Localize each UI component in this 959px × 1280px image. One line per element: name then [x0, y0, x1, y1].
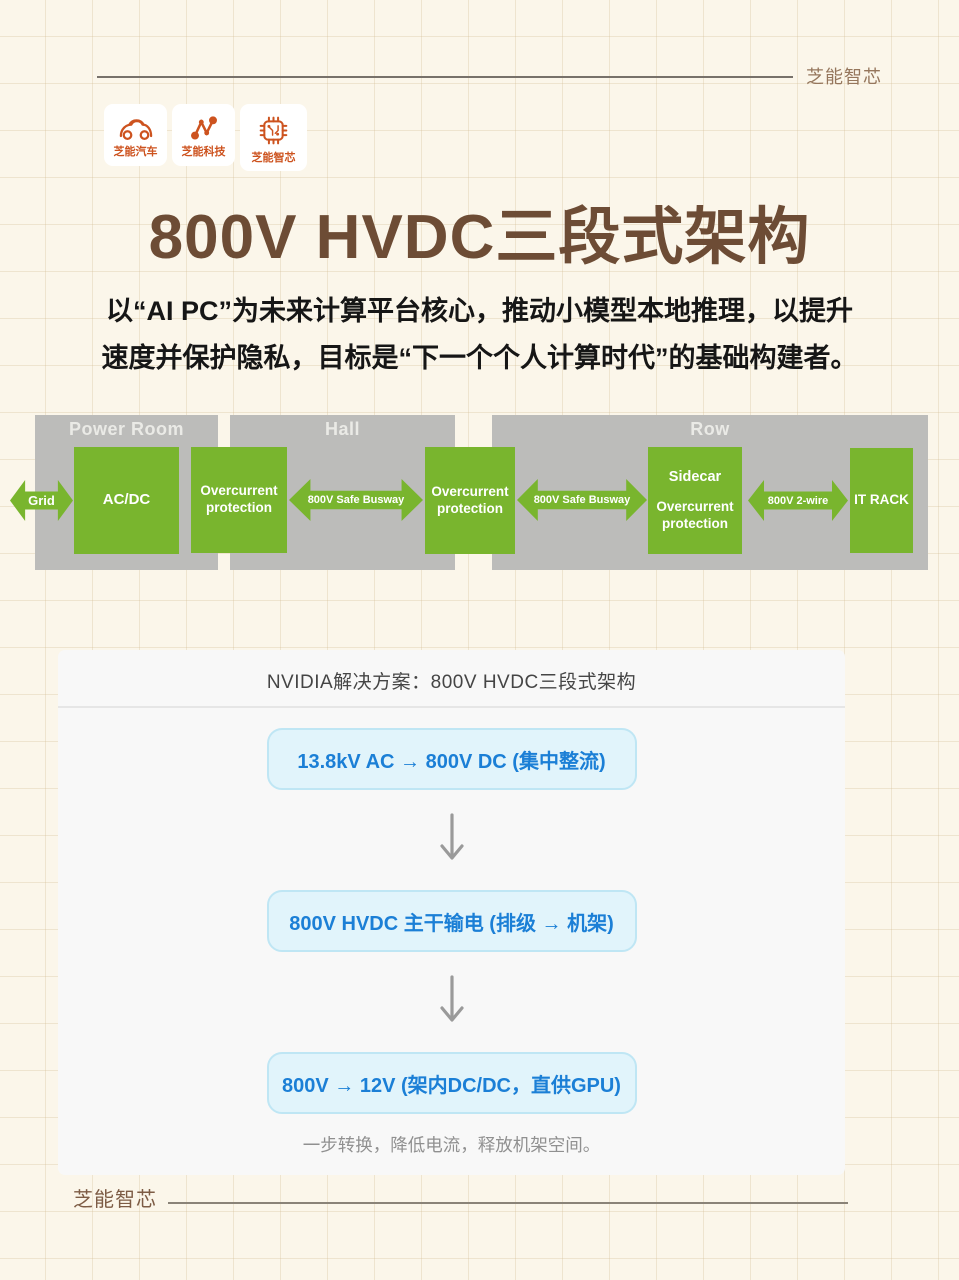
flow-step-3: 800V → 12V (架内DC/DC，直供GPU) [266, 1052, 637, 1114]
logo-card-tech: 芝能科技 [172, 104, 235, 166]
sidecar-title: Sidecar [668, 469, 722, 486]
card-divider [58, 706, 845, 708]
node-acdc: AC/DC [74, 447, 179, 554]
down-arrow-icon [437, 974, 467, 1031]
logo-label: 芝能汽车 [113, 146, 158, 158]
car-icon [119, 114, 153, 141]
logo-card-chip: 芝能智芯 [240, 104, 307, 171]
intro-line-2: 速度并保护隐私，目标是“下一个个人计算时代”的基础构建者。 [101, 343, 858, 373]
zone-label: Power Room [68, 419, 184, 439]
node-sidecar: Sidecar Overcurrent protection [648, 447, 742, 554]
intro-paragraph: 以“AI PC”为未来计算平台核心，推动小模型本地推理，以提升 速度并保护隐私，… [0, 288, 959, 382]
sidecar-subtitle: Overcurrent protection [656, 499, 734, 532]
node-overcurrent-1: Overcurrent protection [191, 447, 287, 553]
zone-label: Hall [324, 419, 360, 439]
header-rule [97, 76, 793, 78]
footer-rule [168, 1202, 848, 1204]
down-arrow-icon [437, 812, 467, 869]
chip-icon [257, 114, 290, 147]
logo-label: 芝能智芯 [251, 151, 296, 164]
solution-card-note: 一步转换，降低电流，释放机架空间。 [302, 1135, 601, 1155]
node-overcurrent-2: Overcurrent protection [425, 447, 515, 554]
solution-card: NVIDIA解决方案：800V HVDC三段式架构 13.8kV AC → 80… [58, 650, 845, 1175]
logo-card-auto: 芝能汽车 [104, 104, 167, 166]
page-title: 800V HVDC三段式架构 [148, 203, 811, 272]
brand-logo-row: 芝能汽车 芝能科技 [104, 104, 307, 171]
logo-label: 芝能科技 [181, 146, 226, 158]
flow-step-1: 13.8kV AC → 800V DC (集中整流) [266, 728, 637, 790]
header-brand: 芝能智芯 [806, 67, 882, 87]
intro-line-1: 以“AI PC”为未来计算平台核心，推动小模型本地推理，以提升 [105, 296, 853, 326]
node-it-rack: IT RACK [850, 448, 913, 553]
flow-step-2: 800V HVDC 主干输电 (排级 → 机架) [266, 890, 637, 952]
zone-label: Row [690, 419, 730, 439]
footer-brand: 芝能智芯 [73, 1189, 157, 1211]
network-icon [189, 114, 219, 141]
solution-card-title: NVIDIA解决方案：800V HVDC三段式架构 [266, 672, 637, 693]
